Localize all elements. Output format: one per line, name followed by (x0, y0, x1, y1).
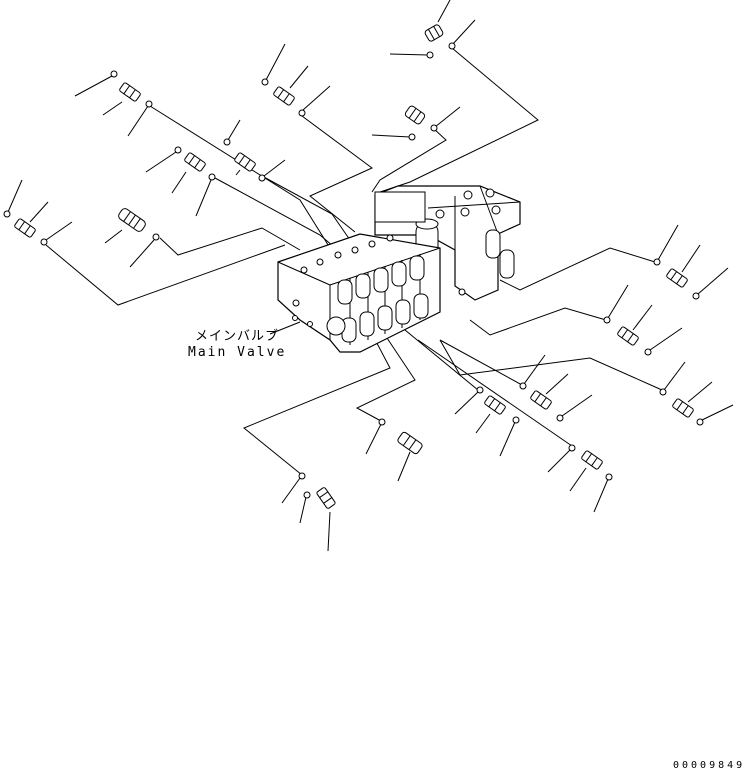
straight-fitting-icon (184, 152, 206, 172)
straight-fitting-icon (273, 86, 295, 106)
main-valve-label-jp: メインバルブ (195, 328, 279, 344)
straight-fitting-icon (581, 450, 603, 470)
tee-fitting-icon (118, 208, 146, 232)
straight-fitting-icon (672, 398, 694, 418)
straight-fitting-icon (234, 152, 256, 172)
drawing-number: 00009849 (673, 760, 745, 769)
straight-fitting-icon (14, 218, 36, 238)
straight-fitting-icon (617, 326, 639, 346)
straight-fitting-icon (484, 395, 506, 415)
hose-routes (45, 47, 663, 476)
straight-fitting-icon (316, 487, 336, 509)
elbow-fitting-icon (424, 24, 444, 42)
straight-fitting-icon (530, 390, 552, 410)
leader-lines (3, 0, 734, 552)
fitting-parts (14, 24, 694, 509)
main-valve-leader (269, 321, 301, 335)
main-valve-body (277, 185, 521, 353)
elbow-fitting-icon (397, 431, 423, 455)
elbow-fitting-icon (404, 105, 426, 125)
straight-fitting-icon (666, 268, 688, 288)
straight-fitting-icon (119, 82, 141, 102)
main-valve-label-en: Main Valve (188, 345, 286, 360)
